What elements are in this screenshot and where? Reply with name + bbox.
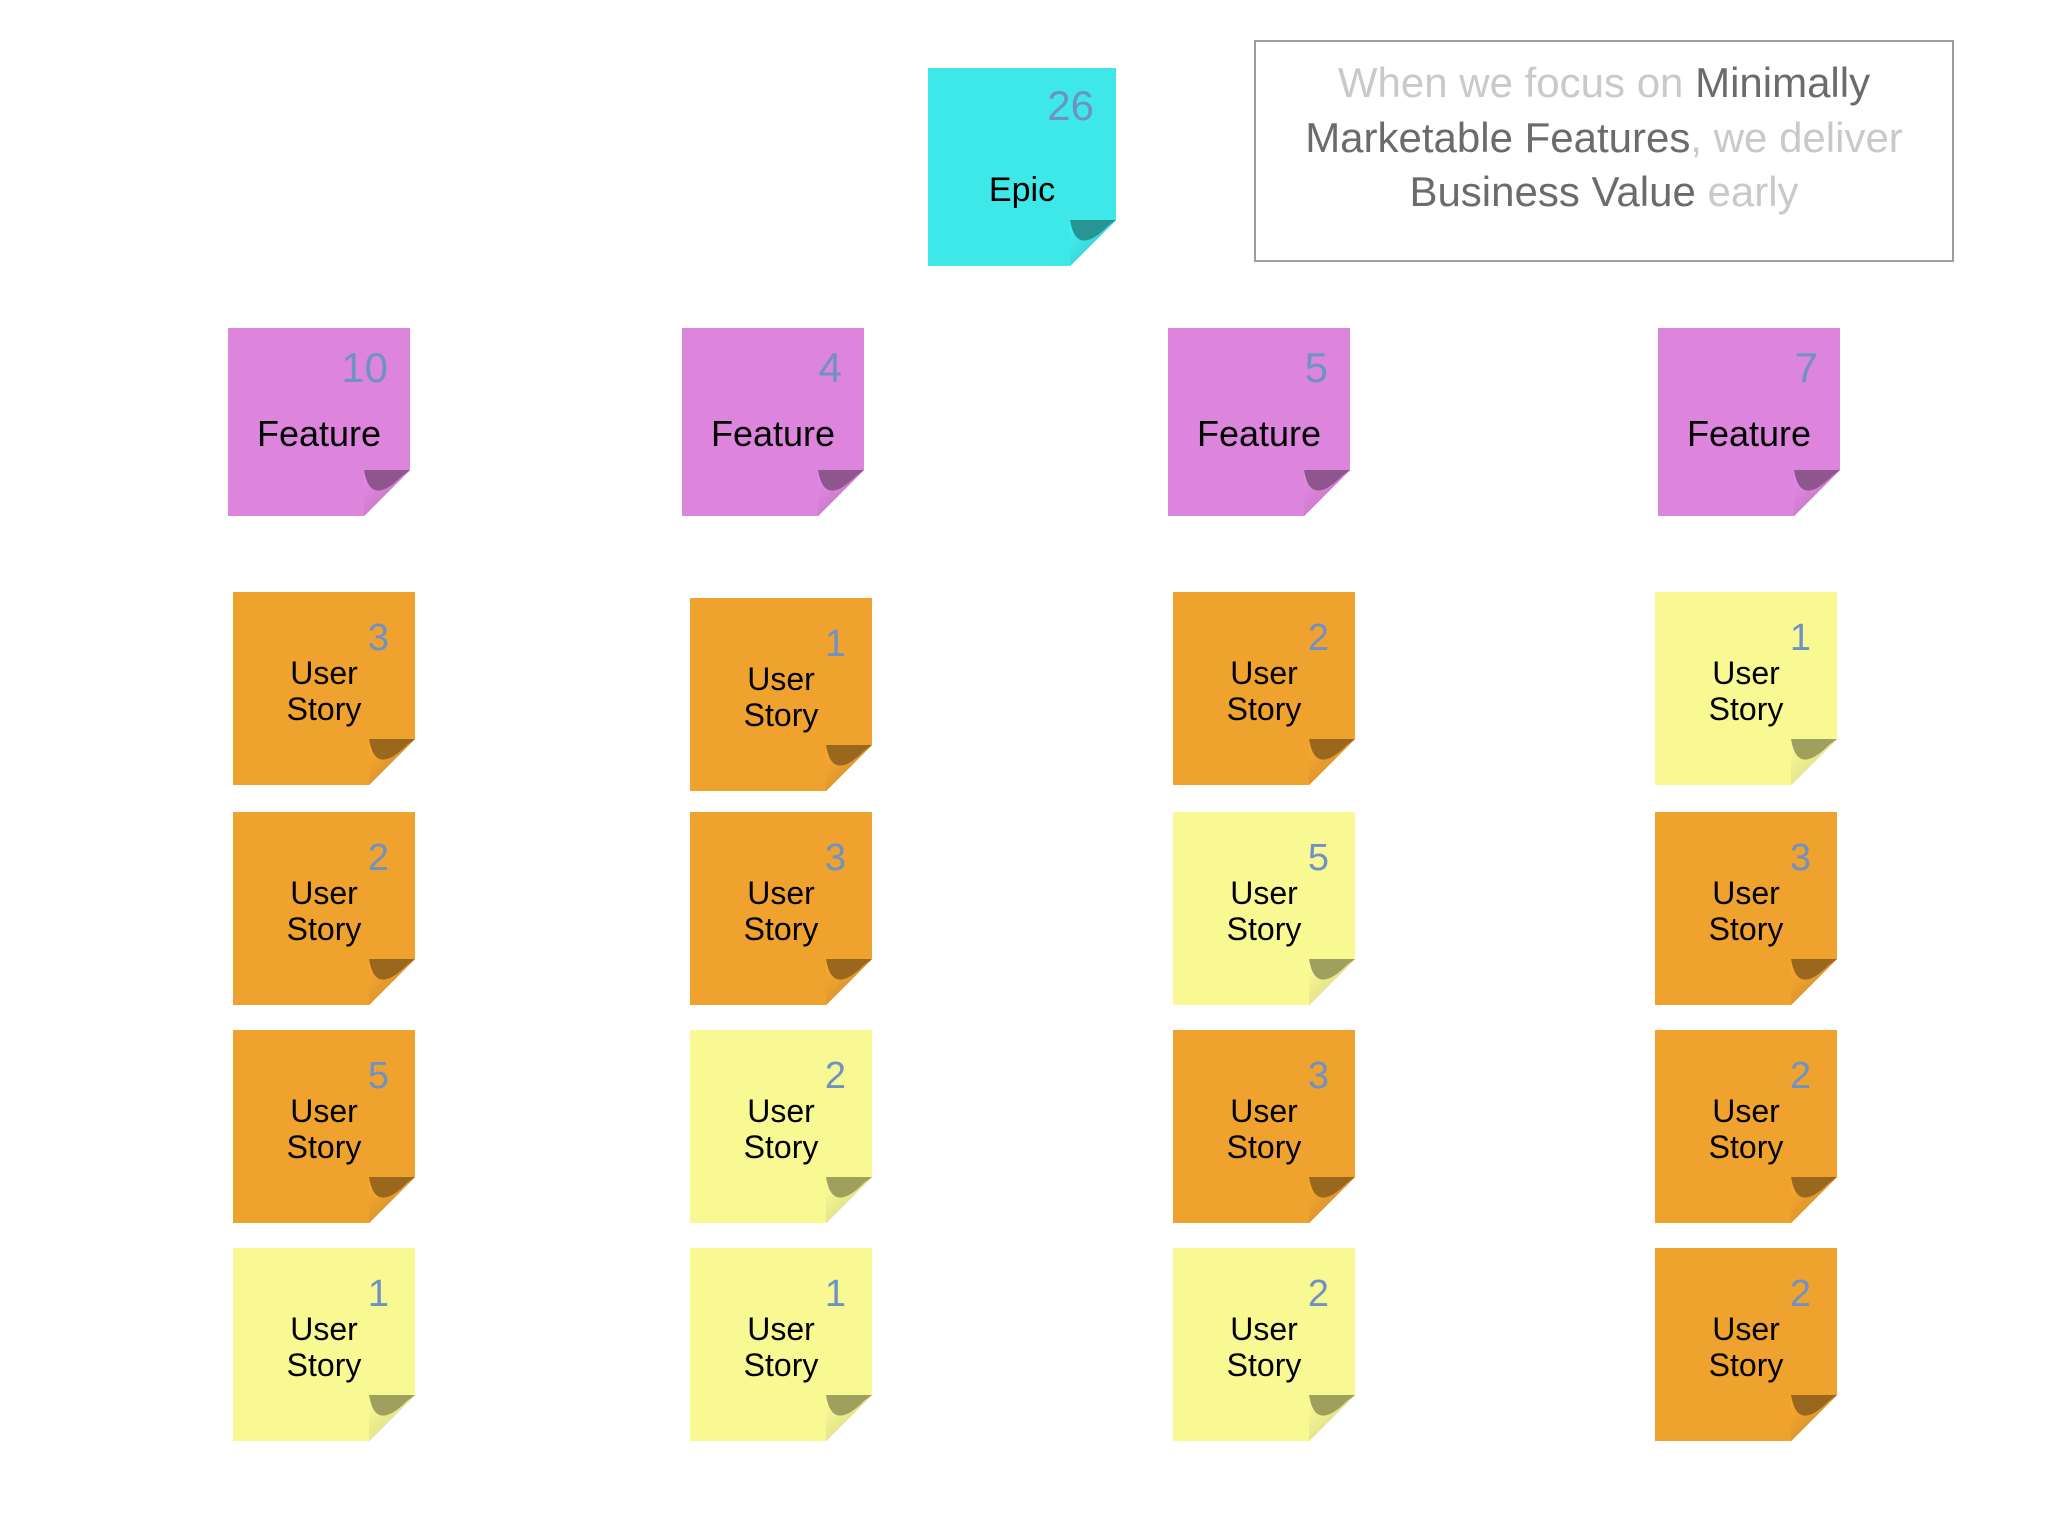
feature-note-1-paper: [228, 328, 410, 516]
user-story-note-c2-r4-paper: [690, 1248, 872, 1441]
user-story-note-c1-r1-sheet: [233, 592, 415, 785]
callout-text-5: early: [1695, 168, 1799, 216]
user-story-note-c1-r2-sheet: [233, 812, 415, 1005]
feature-note-2-sheet: [682, 328, 864, 516]
mmf-value-statement-callout: When we focus on Minimally Marketable Fe…: [1254, 40, 1954, 262]
feature-note-4-sheet: [1658, 328, 1840, 516]
user-story-note-c4-r4-corner-fold-icon: [1791, 1395, 1837, 1441]
user-story-note-c3-r4-sheet: [1173, 1248, 1355, 1441]
user-story-note-c2-r1-sheet: [690, 598, 872, 791]
user-story-note-c2-r2-sheet: [690, 812, 872, 1005]
epic-note-corner-fold-icon: [1070, 220, 1116, 266]
user-story-note-c4-r3-paper: [1655, 1030, 1837, 1223]
user-story-note-c4-r3-corner-fold-icon: [1791, 1177, 1837, 1223]
user-story-note-c2-r4-corner-fold-icon: [826, 1395, 872, 1441]
user-story-note-c2-r1-corner-fold-icon: [826, 745, 872, 791]
user-story-note-c3-r1-sheet: [1173, 592, 1355, 785]
user-story-note-c2-r1-paper: [690, 598, 872, 791]
user-story-note-c1-r4-corner-fold-icon: [369, 1395, 415, 1441]
epic-note-paper: [928, 68, 1116, 266]
user-story-note-c3-r3-paper: [1173, 1030, 1355, 1223]
epic-note-sheet: [928, 68, 1116, 266]
feature-note-4-corner-fold-icon: [1794, 470, 1840, 516]
user-story-note-c4-r3-sheet: [1655, 1030, 1837, 1223]
feature-note-2-paper: [682, 328, 864, 516]
feature-note-2-corner-fold-icon: [818, 470, 864, 516]
user-story-note-c1-r3-paper: [233, 1030, 415, 1223]
user-story-note-c2-r2-paper: [690, 812, 872, 1005]
user-story-note-c4-r1-sheet: [1655, 592, 1837, 785]
user-story-note-c1-r1-paper: [233, 592, 415, 785]
callout-text-3: , we deliver: [1690, 113, 1903, 161]
user-story-note-c3-r2-sheet: [1173, 812, 1355, 1005]
user-story-note-c4-r4-paper: [1655, 1248, 1837, 1441]
user-story-note-c2-r4-sheet: [690, 1248, 872, 1441]
feature-note-3-sheet: [1168, 328, 1350, 516]
feature-note-3-paper: [1168, 328, 1350, 516]
user-story-note-c1-r4-sheet: [233, 1248, 415, 1441]
user-story-note-c4-r2-paper: [1655, 812, 1837, 1005]
user-story-note-c4-r2-corner-fold-icon: [1791, 959, 1837, 1005]
user-story-note-c4-r1-paper: [1655, 592, 1837, 785]
user-story-note-c3-r2-corner-fold-icon: [1309, 959, 1355, 1005]
user-story-note-c1-r3-corner-fold-icon: [369, 1177, 415, 1223]
user-story-note-c3-r1-corner-fold-icon: [1309, 739, 1355, 785]
user-story-note-c2-r3-paper: [690, 1030, 872, 1223]
feature-note-1-sheet: [228, 328, 410, 516]
user-story-note-c4-r1-corner-fold-icon: [1791, 739, 1837, 785]
user-story-note-c2-r3-corner-fold-icon: [826, 1177, 872, 1223]
user-story-note-c1-r4-paper: [233, 1248, 415, 1441]
callout-text-1: When we focus on: [1337, 59, 1696, 106]
user-story-note-c3-r4-corner-fold-icon: [1309, 1395, 1355, 1441]
user-story-note-c1-r1-corner-fold-icon: [369, 739, 415, 785]
user-story-note-c4-r2-sheet: [1655, 812, 1837, 1005]
user-story-note-c1-r2-paper: [233, 812, 415, 1005]
user-story-note-c1-r2-corner-fold-icon: [369, 959, 415, 1005]
feature-note-4-paper: [1658, 328, 1840, 516]
user-story-note-c4-r4-sheet: [1655, 1248, 1837, 1441]
user-story-note-c3-r2-paper: [1173, 812, 1355, 1005]
user-story-note-c3-r3-corner-fold-icon: [1309, 1177, 1355, 1223]
user-story-note-c2-r3-sheet: [690, 1030, 872, 1223]
user-story-note-c3-r1-paper: [1173, 592, 1355, 785]
user-story-note-c3-r4-paper: [1173, 1248, 1355, 1441]
user-story-note-c1-r3-sheet: [233, 1030, 415, 1223]
user-story-note-c2-r2-corner-fold-icon: [826, 959, 872, 1005]
feature-note-3-corner-fold-icon: [1304, 470, 1350, 516]
callout-emphasis-2: Minimally Marketable Features: [1305, 59, 1871, 161]
user-story-note-c3-r3-sheet: [1173, 1030, 1355, 1223]
feature-note-1-corner-fold-icon: [364, 470, 410, 516]
callout-emphasis-4: Business Value: [1409, 168, 1696, 216]
